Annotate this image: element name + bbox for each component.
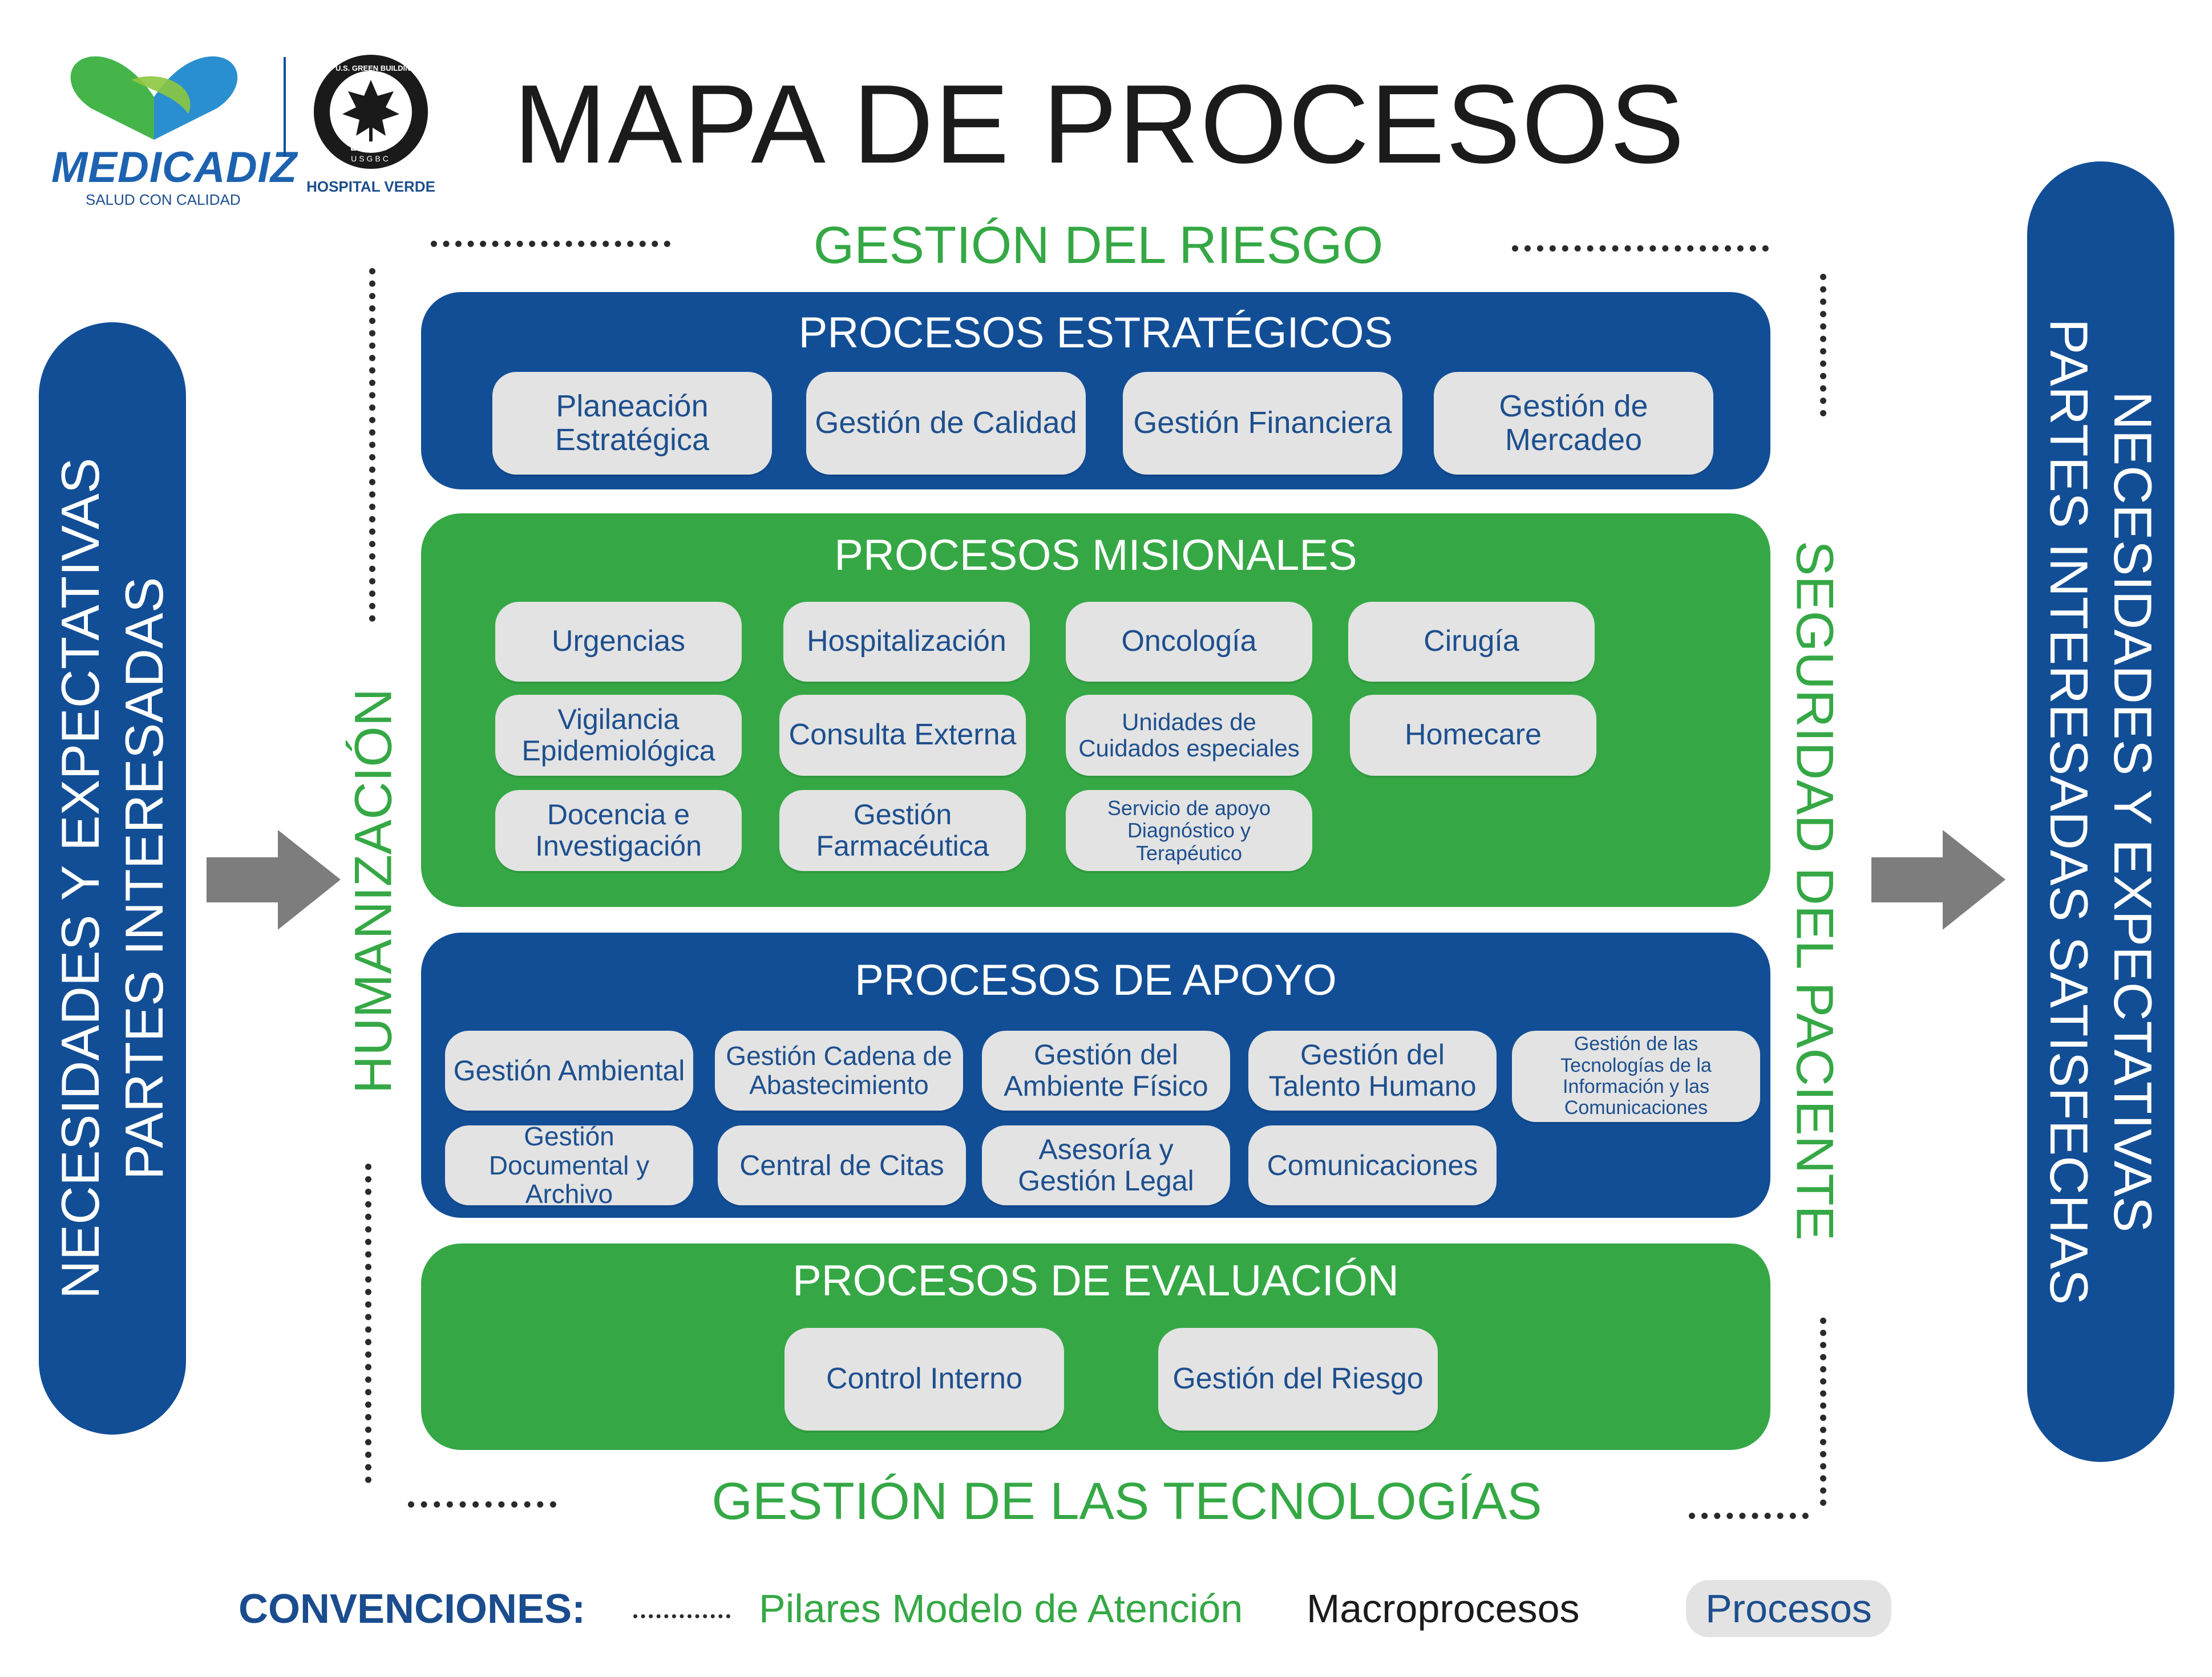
band-apoyo: PROCESOS DE APOYO Gestión Ambiental Gest…	[421, 933, 1770, 1218]
dotted-line-top-left	[431, 241, 670, 247]
band-misionales: PROCESOS MISIONALES Urgencias Hospitaliz…	[421, 513, 1770, 907]
process-oncologia[interactable]: Oncología	[1066, 602, 1312, 682]
output-needs-box: NECESIDADES Y EXPECTATIVAS PARTES INTERE…	[2027, 161, 2174, 1462]
dotted-line-top-right	[1512, 245, 1769, 252]
seal-leed-text: LEED	[350, 141, 391, 153]
process-urgencias[interactable]: Urgencias	[495, 602, 742, 682]
output-needs-line1: NECESIDADES Y EXPECTATIVAS	[2103, 391, 2163, 1233]
output-needs-text: NECESIDADES Y EXPECTATIVAS PARTES INTERE…	[2037, 319, 2165, 1305]
process-gestion-de-mercadeo[interactable]: Gestión de Mercadeo	[1434, 372, 1713, 475]
process-gestion-de-calidad[interactable]: Gestión de Calidad	[806, 372, 1086, 475]
band-misionales-title: PROCESOS MISIONALES	[834, 531, 1357, 580]
process-cirugia[interactable]: Cirugía	[1348, 602, 1595, 682]
band-evaluacion: PROCESOS DE EVALUACIÓN Control Interno G…	[421, 1243, 1770, 1450]
band-estrategicos: PROCESOS ESTRATÉGICOS Planeación Estraté…	[421, 292, 1770, 489]
medicadiz-logo: MEDICADIZ SALUD CON CALIDAD	[46, 46, 297, 208]
process-gestion-ambiente-fisico[interactable]: Gestión del Ambiente Físico	[982, 1031, 1230, 1111]
pillar-left: HUMANIZACIÓN	[344, 688, 403, 1094]
conventions-label: CONVENCIONES:	[238, 1586, 586, 1632]
process-central-de-citas[interactable]: Central de Citas	[718, 1125, 966, 1205]
process-consulta-externa[interactable]: Consulta Externa	[779, 695, 1026, 776]
logo-divider	[284, 57, 286, 157]
process-control-interno[interactable]: Control Interno	[784, 1328, 1064, 1431]
input-arrow-icon	[207, 830, 341, 930]
input-needs-text: NECESIDADES Y EXPECTATIVAS PARTES INTERE…	[48, 458, 176, 1299]
dotted-line-right-top	[1820, 274, 1826, 416]
leaf-seal-icon	[314, 55, 428, 169]
dotted-line-left-top	[369, 268, 375, 622]
seal-usgbc-text: USGBC	[351, 154, 391, 163]
process-gestion-del-riesgo[interactable]: Gestión del Riesgo	[1158, 1328, 1438, 1431]
process-gestion-tecnologias-informacion[interactable]: Gestión de las Tecnologías de la Informa…	[1512, 1031, 1760, 1122]
band-apoyo-title: PROCESOS DE APOYO	[855, 956, 1337, 1004]
medicadiz-heart-icon	[70, 56, 238, 140]
seal-ring-text: U.S. GREEN BUILDING COUNCIL	[335, 64, 452, 72]
dotted-line-left-bottom	[365, 1164, 371, 1483]
dotted-line-right-bottom	[1820, 1318, 1826, 1506]
process-unidades-cuidados-especiales[interactable]: Unidades de Cuidados especiales	[1066, 695, 1312, 776]
process-homecare[interactable]: Homecare	[1350, 695, 1596, 776]
process-planeacion-estrategica[interactable]: Planeación Estratégica	[492, 372, 772, 475]
page-title: MAPA DE PROCESOS	[513, 62, 1686, 187]
conventions-dotted-sample	[633, 1614, 730, 1618]
seal-caption: HOSPITAL VERDE	[306, 178, 435, 195]
process-vigilancia-epidemiologica[interactable]: Vigilancia Epidemiológica	[495, 695, 742, 776]
process-gestion-cadena-abastecimiento[interactable]: Gestión Cadena de Abastecimiento	[715, 1031, 963, 1111]
conventions-procesos-swatch: Procesos	[1686, 1580, 1891, 1637]
process-hospitalizacion[interactable]: Hospitalización	[783, 602, 1030, 682]
pillar-top: GESTIÓN DEL RIESGO	[813, 216, 1384, 274]
medicadiz-brand-text: MEDICADIZ	[51, 143, 298, 192]
process-gestion-farmaceutica[interactable]: Gestión Farmacéutica	[779, 790, 1026, 871]
process-asesoria-gestion-legal[interactable]: Asesoría y Gestión Legal	[982, 1125, 1230, 1205]
pillar-right: SEGURIDAD DEL PACIENTE	[1785, 541, 1844, 1241]
process-gestion-ambiental[interactable]: Gestión Ambiental	[445, 1031, 693, 1111]
conventions-pilares: Pilares Modelo de Atención	[759, 1586, 1243, 1631]
dotted-line-bottom-right	[1689, 1513, 1809, 1519]
input-needs-box: NECESIDADES Y EXPECTATIVAS PARTES INTERE…	[39, 322, 186, 1435]
input-needs-line2: PARTES INTERESADAS	[114, 577, 174, 1180]
dotted-line-bottom-left	[408, 1501, 556, 1508]
process-servicio-apoyo-diagnostico[interactable]: Servicio de apoyo Diagnóstico y Terapéut…	[1066, 790, 1312, 871]
usgbc-leed-seal: U.S. GREEN BUILDING COUNCIL LEED USGBC H…	[302, 50, 452, 199]
medicadiz-tagline: SALUD CON CALIDAD	[86, 191, 241, 208]
conventions-procesos: Procesos	[1705, 1586, 1872, 1631]
process-docencia-investigacion[interactable]: Docencia e Investigación	[495, 790, 742, 871]
process-gestion-talento-humano[interactable]: Gestión del Talento Humano	[1248, 1031, 1497, 1111]
band-estrategicos-title: PROCESOS ESTRATÉGICOS	[798, 309, 1393, 357]
process-gestion-financiera[interactable]: Gestión Financiera	[1123, 372, 1402, 475]
conventions-macroprocesos: Macroprocesos	[1307, 1586, 1580, 1631]
band-evaluacion-title: PROCESOS DE EVALUACIÓN	[792, 1257, 1399, 1305]
pillar-bottom: GESTIÓN DE LAS TECNOLOGÍAS	[711, 1472, 1542, 1530]
output-needs-line2: PARTES INTERESADAS SATISFECHAS	[2039, 318, 2099, 1305]
process-gestion-documental-archivo[interactable]: Gestión Documental y Archivo	[445, 1122, 693, 1209]
process-comunicaciones[interactable]: Comunicaciones	[1248, 1125, 1497, 1205]
output-arrow-icon	[1871, 830, 2005, 930]
input-needs-line1: NECESIDADES Y EXPECTATIVAS	[50, 457, 110, 1299]
